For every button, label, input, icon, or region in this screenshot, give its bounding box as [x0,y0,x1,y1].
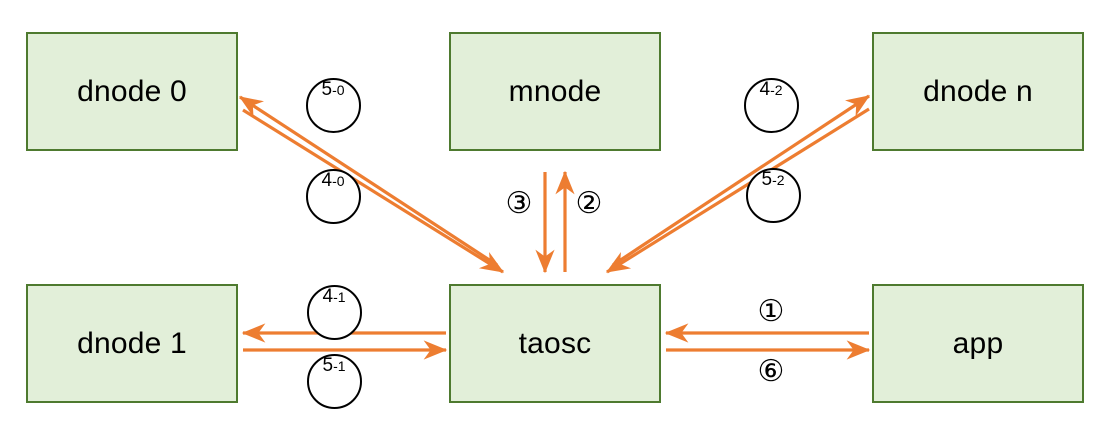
step-marker-3: ③ [505,186,533,221]
step-marker-4-0-sub: -0 [332,172,345,189]
node-label-dnode-1: dnode 1 [77,326,187,360]
node-dnode-0[interactable]: dnode 0 [26,32,238,151]
node-label-mnode: mnode [508,74,602,108]
node-dnode-n[interactable]: dnode n [872,32,1084,151]
step-marker-1: ① [757,294,785,329]
step-marker-5-0-sub: -0 [332,81,345,98]
step-marker-4-0-main: 4 [321,169,333,191]
step-marker-5-1-main: 5 [322,354,334,376]
step-marker-5-0: 5-0 [305,77,361,133]
node-label-app: app [952,326,1004,360]
step-marker-5-2-sub: -2 [772,171,785,188]
step-marker-4-2-main: 4 [759,78,771,100]
node-label-dnode-n: dnode n [923,74,1033,108]
step-marker-4-0: 4-0 [305,168,361,224]
step-marker-5-1: 5-1 [306,353,362,409]
step-marker-4-2-sub: -2 [770,81,783,98]
step-marker-4-1: 4-1 [306,284,362,340]
step-marker-5-2: 5-2 [745,167,801,223]
step-marker-5-2-main: 5 [761,168,773,190]
node-dnode-1[interactable]: dnode 1 [26,284,238,403]
step-marker-5-0-main: 5 [321,78,333,100]
step-marker-4-1-sub: -1 [333,288,346,305]
node-label-dnode-0: dnode 0 [77,74,187,108]
node-taosc[interactable]: taosc [449,284,661,403]
node-label-taosc: taosc [518,326,592,360]
step-marker-4-2: 4-2 [743,77,799,133]
node-app[interactable]: app [872,284,1084,403]
step-marker-4-1-main: 4 [322,285,334,307]
step-marker-5-1-sub: -1 [333,357,346,374]
step-marker-2: ② [575,186,603,221]
step-marker-6: ⑥ [757,354,785,389]
node-mnode[interactable]: mnode [449,32,661,151]
